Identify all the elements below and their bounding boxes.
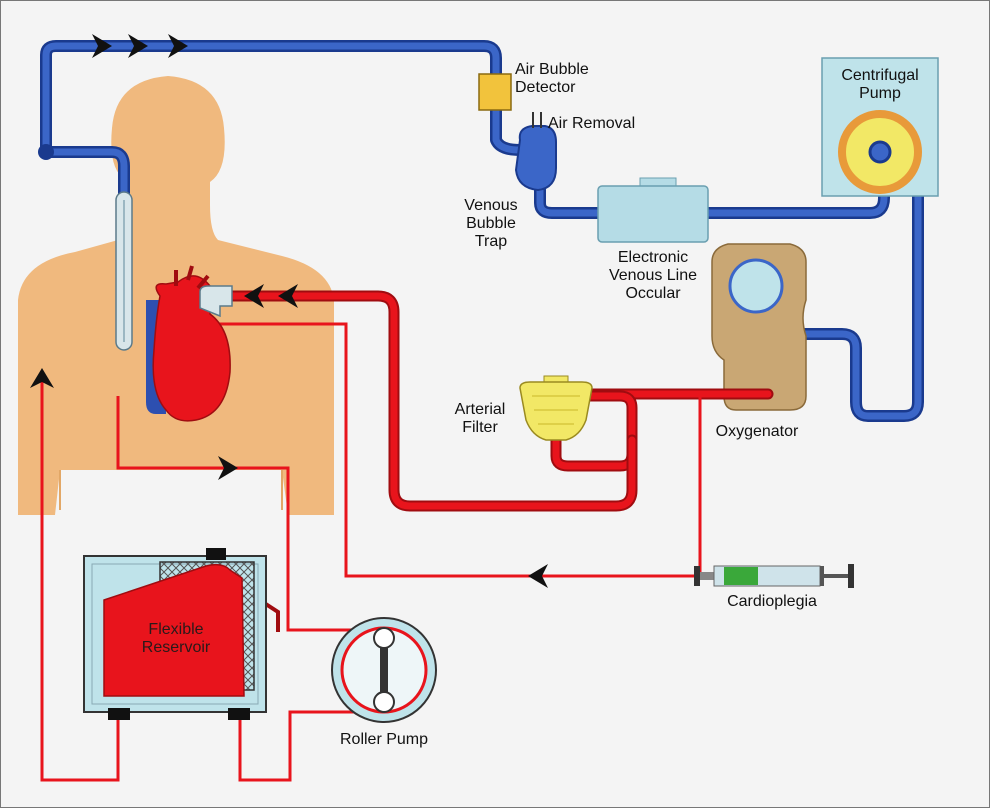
venous-bubble-trap-label-3: Trap — [475, 233, 507, 250]
heart — [146, 265, 231, 422]
air-bubble-detector-label-2: Detector — [515, 79, 576, 96]
flow-arrows-venous — [92, 34, 188, 58]
venous-y-connector — [38, 144, 54, 160]
air-removal-label: Air Removal — [548, 115, 635, 132]
flexible-reservoir — [103, 563, 245, 697]
oxygenator-label: Oxygenator — [716, 423, 799, 440]
centrifugal-pump-label-1: Centrifugal — [841, 67, 918, 84]
flow-arrows-arterial — [30, 284, 548, 588]
occular-label-3: Occular — [625, 285, 681, 302]
venous-bubble-trap-label-2: Bubble — [466, 215, 516, 232]
flexible-reservoir-label-2: Reservoir — [142, 639, 211, 656]
cardioplegia-syringe — [694, 564, 854, 588]
venous-line — [40, 40, 924, 422]
electronic-venous-line-occular — [597, 177, 709, 243]
arterial-filter — [519, 375, 593, 441]
venous-bubble-trap-label-1: Venous — [464, 197, 517, 214]
roller-pump — [331, 617, 437, 723]
air-bubble-detector-label-1: Air Bubble — [515, 61, 589, 78]
centrifugal-pump-label-2: Pump — [859, 85, 901, 102]
arterial-filter-label-2: Filter — [462, 419, 498, 436]
cardioplegia-label: Cardioplegia — [727, 593, 817, 610]
arterial-line — [216, 290, 774, 512]
cardioplegia-line — [40, 322, 702, 782]
aortic-cannula — [199, 285, 233, 318]
occular-label-1: Electronic — [618, 249, 688, 266]
venous-bubble-trap — [514, 125, 557, 192]
arterial-filter-label-1: Arterial — [455, 401, 506, 418]
occular-label-2: Venous Line — [609, 267, 697, 284]
flexible-reservoir-assembly — [83, 548, 267, 720]
air-bubble-detector — [478, 73, 512, 111]
flexible-reservoir-label-1: Flexible — [148, 621, 203, 638]
roller-pump-label: Roller Pump — [340, 731, 428, 748]
